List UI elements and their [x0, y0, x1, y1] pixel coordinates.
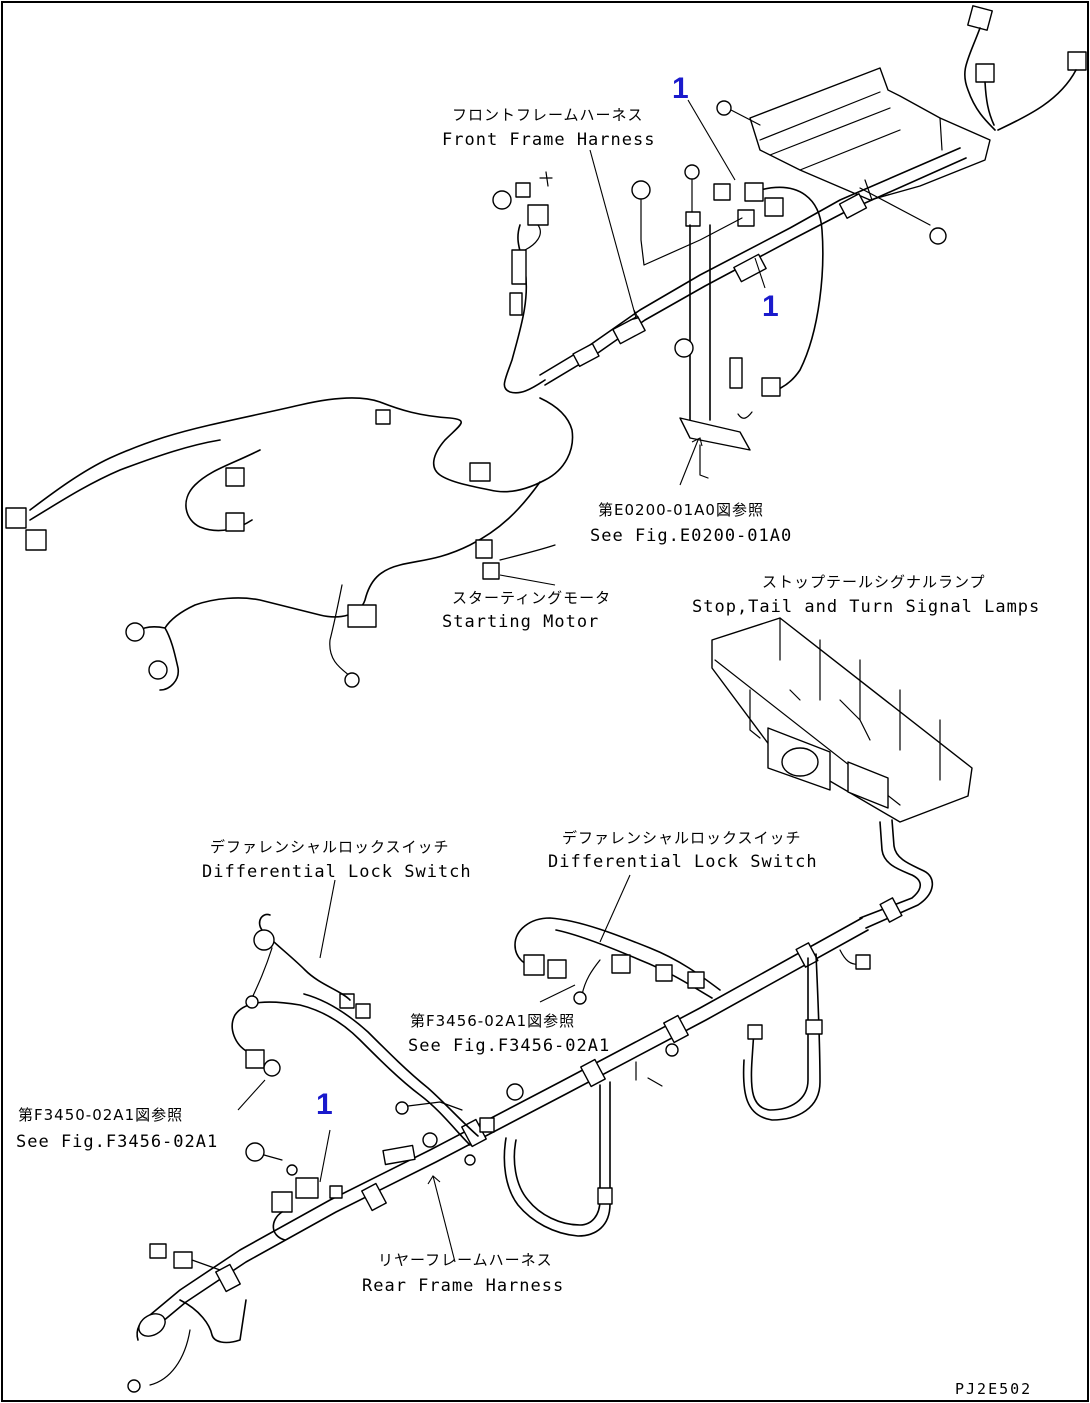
- rear-frame-harness-label-jp: リヤーフレームハーネス: [378, 1251, 553, 1269]
- front-frame-harness: [5, 5, 1087, 691]
- see-fig-f3450-label-jp: 第F3450-02A1図参照: [18, 1106, 183, 1124]
- see-fig-f3456-label: See Fig.F3456-02A1: [408, 1036, 610, 1056]
- drawing-code: PJ2E502: [955, 1380, 1032, 1398]
- callout-number-1-middle: 1: [762, 290, 779, 323]
- diff-lock-switch-left-label-jp: デファレンシャルロックスイッチ: [210, 838, 450, 856]
- stop-tail-lamps-label: Stop,Tail and Turn Signal Lamps: [692, 597, 1040, 617]
- see-fig-f3456-label-jp: 第F3456-02A1図参照: [410, 1012, 575, 1030]
- stop-tail-lamps-label-jp: ストップテールシグナルランプ: [762, 573, 986, 591]
- diff-lock-switch-right-label: Differential Lock Switch: [548, 852, 818, 872]
- rear-frame-harness: [127, 897, 903, 1393]
- stop-tail-lamp-assembly: [711, 617, 973, 929]
- front-frame-harness-label: Front Frame Harness: [442, 130, 655, 150]
- starting-motor-label-jp: スターティングモータ: [452, 589, 611, 607]
- diagram-labels: フロントフレームハーネス Front Frame Harness 第E0200-…: [16, 72, 1040, 1398]
- see-fig-f3450-label: See Fig.F3456-02A1: [16, 1132, 218, 1152]
- leader-lines: [237, 99, 766, 1263]
- diff-lock-switch-right-label-jp: デファレンシャルロックスイッチ: [562, 829, 802, 847]
- starting-motor-label: Starting Motor: [442, 612, 599, 632]
- see-fig-e0200-label-jp: 第E0200-01A0図参照: [598, 501, 764, 519]
- see-fig-e0200-label: See Fig.E0200-01A0: [590, 526, 792, 546]
- callout-number-1-bottom: 1: [316, 1088, 333, 1121]
- callout-number-1-top: 1: [672, 72, 689, 105]
- diff-lock-switch-left-label: Differential Lock Switch: [202, 862, 472, 882]
- front-frame-harness-label-jp: フロントフレームハーネス: [452, 106, 644, 124]
- rear-frame-harness-label: Rear Frame Harness: [362, 1276, 564, 1296]
